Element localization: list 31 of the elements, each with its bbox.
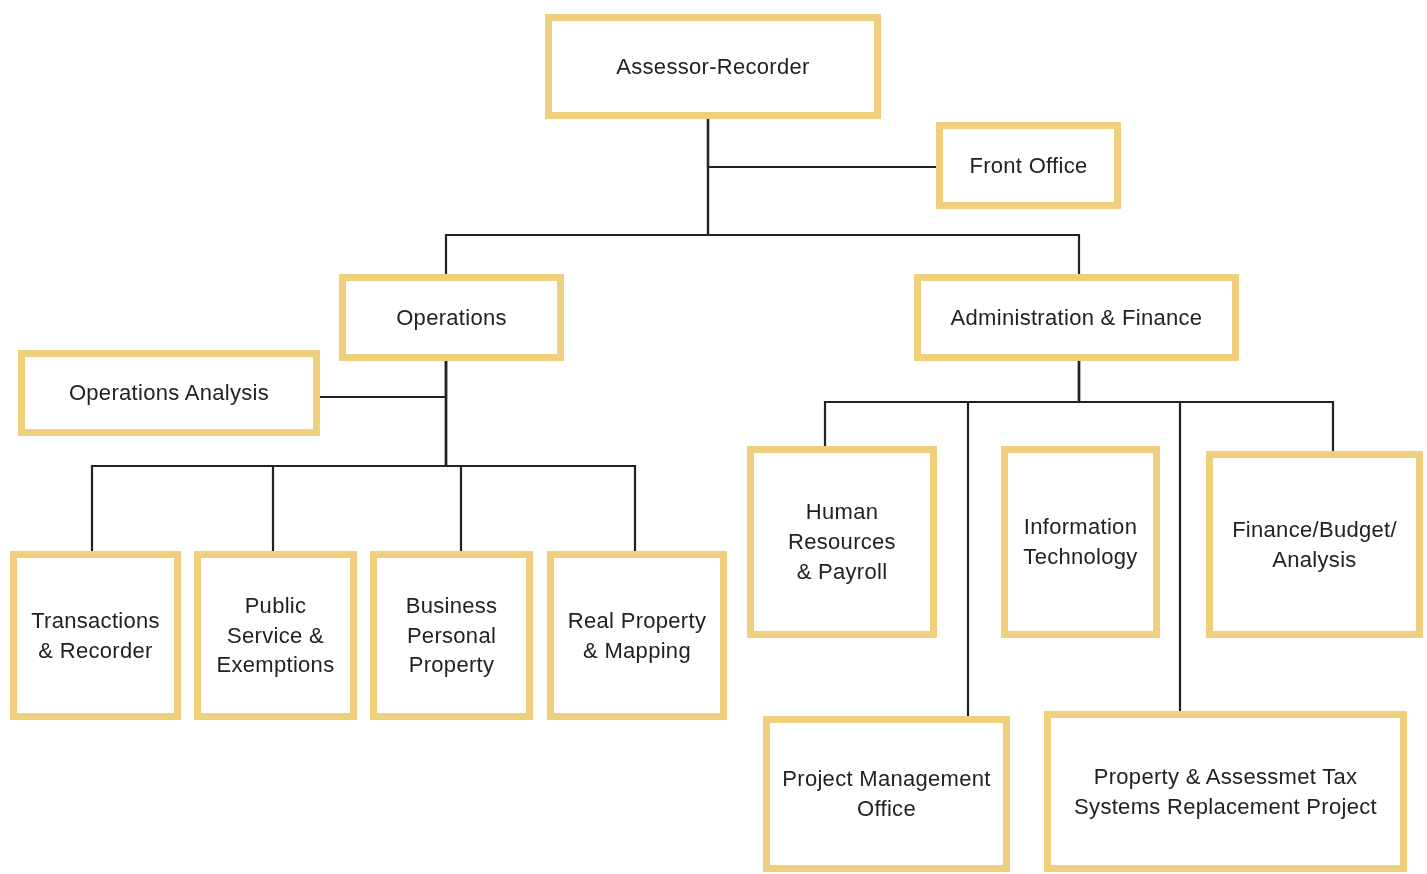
- org-box: [1001, 446, 1160, 638]
- unit-name: Transactions & Recorder: [30, 606, 161, 665]
- unit-name: Project Management Office: [781, 765, 992, 823]
- unit-name: Finance/Budget/ Analysis: [1231, 515, 1398, 574]
- unit-name: Operations Analysis: [68, 379, 270, 408]
- org-box: [547, 551, 727, 720]
- unit-name: Real Property & Mapping: [566, 606, 708, 665]
- unit-name: Property & Assessmet Tax Systems Replacement Project: [1073, 762, 1378, 821]
- unit-name: Front Office: [969, 151, 1088, 180]
- org-box: [914, 274, 1239, 361]
- org-box: [545, 14, 881, 119]
- unit-name: Information Technology: [1022, 513, 1139, 571]
- connector-line: [1077, 361, 1182, 711]
- org-box: [936, 122, 1121, 209]
- unit-name: Administration & Finance: [950, 303, 1203, 332]
- unit-name: Operations: [396, 303, 507, 332]
- org-box: [194, 551, 357, 720]
- org-box: [763, 716, 1010, 872]
- org-box: [10, 551, 181, 720]
- connector-line: [444, 361, 637, 551]
- org-box: [1206, 451, 1423, 638]
- unit-name: Human Resources & Payroll: [787, 498, 897, 586]
- org-box: [339, 274, 564, 361]
- org-box: [747, 446, 937, 638]
- org-box: [18, 350, 320, 436]
- connector-line: [706, 119, 1081, 274]
- org-box: [1044, 711, 1407, 872]
- unit-name: Business Personal Property: [404, 591, 499, 680]
- unit-name: Public Service & Exemptions: [215, 591, 336, 680]
- org-box: [370, 551, 533, 720]
- unit-name: Assessor-Recorder: [616, 52, 810, 81]
